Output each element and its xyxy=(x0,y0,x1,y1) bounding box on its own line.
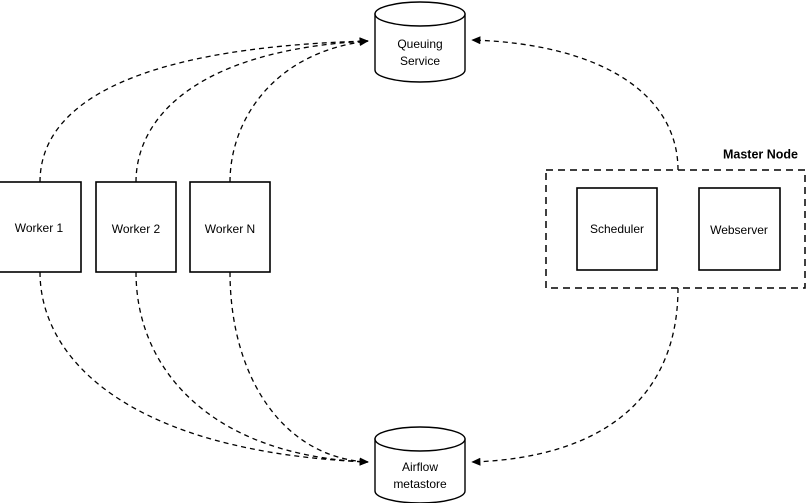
edge-worker-n-to-airflow-metastore xyxy=(229,271,369,466)
airflow-metastore-label-line2: metastore xyxy=(393,477,447,491)
webserver-box xyxy=(698,187,781,271)
node-worker-2[interactable]: Worker 2 xyxy=(95,181,177,273)
edge-master-node-to-queuing-service xyxy=(471,36,679,171)
master-node-label: Master Node xyxy=(723,147,798,161)
scheduler-label: Scheduler xyxy=(590,222,644,236)
worker-2-label: Worker 2 xyxy=(112,222,161,236)
node-airflow-metastore[interactable]: Airflow metastore xyxy=(374,426,466,503)
edge-worker-n-to-queuing-service xyxy=(229,38,369,183)
node-worker-1[interactable]: Worker 1 xyxy=(0,181,82,273)
webserver-label: Webserver xyxy=(710,223,768,237)
edge-worker-1-to-queuing-service xyxy=(39,37,369,183)
airflow-metastore-cylinder-top xyxy=(374,426,466,452)
group-master-node[interactable]: Master Node xyxy=(545,147,806,289)
worker-1-box xyxy=(0,181,82,273)
worker-2-box xyxy=(95,181,177,273)
edge-group-workers-to-queue xyxy=(39,37,369,183)
edge-group-master-node xyxy=(471,36,679,466)
queuing-service-cylinder-top xyxy=(374,1,466,27)
node-worker-n[interactable]: Worker N xyxy=(189,181,271,273)
edge-worker-1-to-airflow-metastore xyxy=(39,271,369,466)
queuing-service-label-line2: Service xyxy=(400,54,440,68)
edge-group-workers-to-metastore xyxy=(39,271,369,466)
edge-worker-2-to-airflow-metastore xyxy=(135,271,369,466)
master-node-frame xyxy=(545,169,806,289)
node-webserver[interactable]: Webserver xyxy=(698,187,781,271)
edge-worker-2-to-queuing-service xyxy=(135,37,369,183)
queuing-service-cylinder-body xyxy=(374,13,466,83)
scheduler-box xyxy=(576,187,658,271)
worker-n-label: Worker N xyxy=(205,222,255,236)
airflow-metastore-label-line1: Airflow xyxy=(402,460,438,474)
worker-n-box xyxy=(189,181,271,273)
worker-1-label: Worker 1 xyxy=(15,221,64,235)
node-queuing-service[interactable]: Queuing Service xyxy=(374,1,466,83)
queuing-service-label-line1: Queuing xyxy=(397,37,442,51)
node-scheduler[interactable]: Scheduler xyxy=(576,187,658,271)
edge-master-node-to-airflow-metastore xyxy=(471,287,679,466)
